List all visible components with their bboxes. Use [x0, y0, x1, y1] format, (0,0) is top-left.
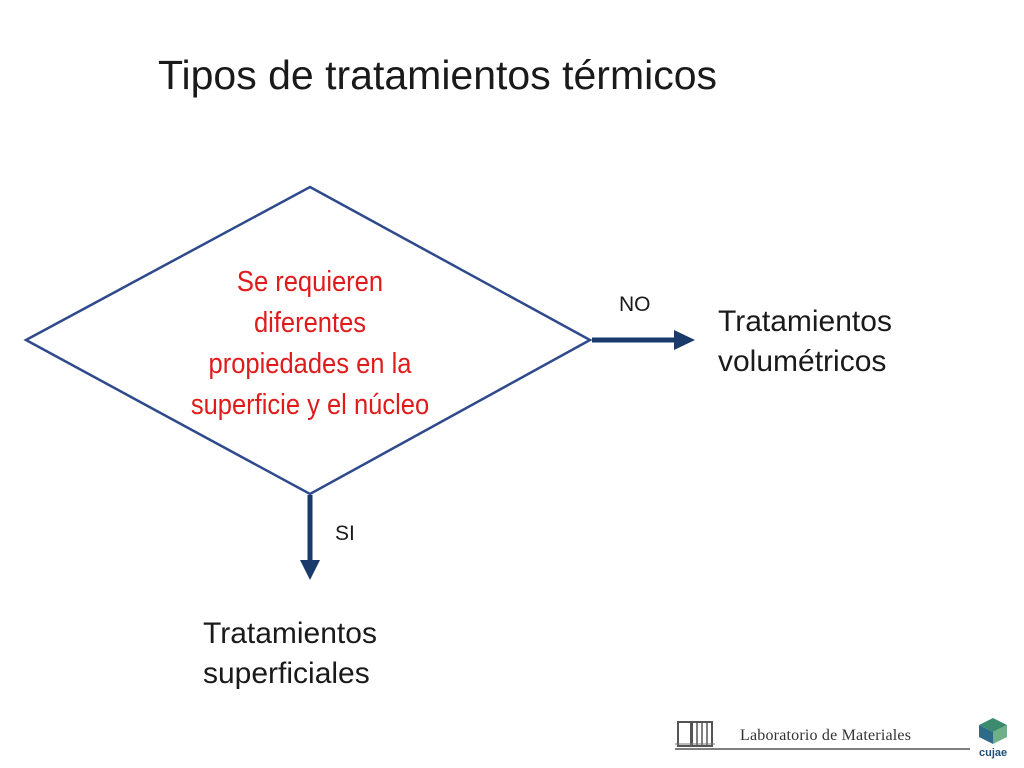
result-volumetric: Tratamientos volumétricos [718, 302, 892, 382]
footer-branding [675, 718, 1007, 750]
cujae-logo-icon [979, 718, 1007, 744]
lab-name: Laboratorio de Materiales [740, 727, 912, 744]
arrow-no [592, 330, 695, 350]
lm-logo-icon [675, 721, 715, 747]
arrow-si [300, 495, 320, 580]
institution-name: cujae [979, 747, 1008, 759]
result-superficial: Tratamientos superficiales [203, 614, 377, 694]
result-superficial-line: Tratamientos [203, 617, 377, 650]
result-superficial-line: superficiales [203, 657, 370, 690]
result-volumetric-line: volumétricos [718, 345, 887, 378]
result-volumetric-line: Tratamientos [718, 305, 892, 338]
si-label: SI [335, 522, 355, 545]
decision-question: Se requieren diferentes propiedades en l… [178, 262, 442, 426]
decision-line: superficie y el núcleo [190, 389, 430, 421]
slide-title: Tipos de tratamientos térmicos [158, 52, 718, 98]
no-label: NO [619, 293, 651, 316]
decision-diamond [23, 185, 593, 496]
decision-line: Se requieren [236, 266, 384, 298]
decision-line: diferentes [253, 307, 367, 339]
decision-line: propiedades en la [208, 348, 412, 380]
